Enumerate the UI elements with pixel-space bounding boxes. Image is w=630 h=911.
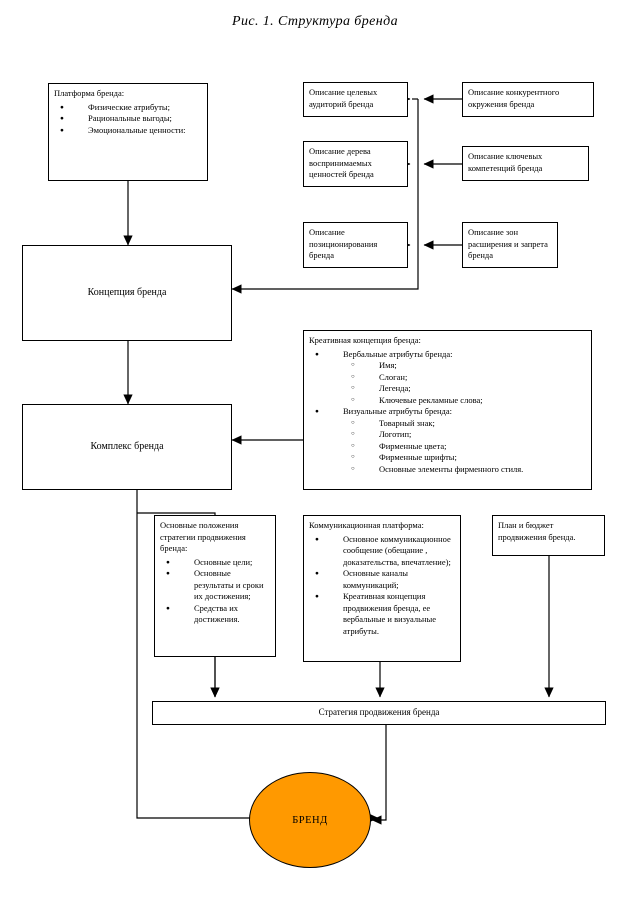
list-item: Визуальные атрибуты бренда: Товарный зна… [309, 406, 586, 475]
group-label: Визуальные атрибуты бренда: [343, 406, 452, 416]
list-item: Вербальные атрибуты бренда: Имя; Слоган;… [309, 349, 586, 407]
expansion-zones-text: Описание зон расширения и запрета бренда [468, 227, 548, 260]
list-item: Основные каналы коммуникаций; [309, 568, 455, 591]
node-positioning[interactable]: Описание позиционирования бренда [303, 222, 408, 268]
node-competitive-environment[interactable]: Описание конкурентного окружения бренда [462, 82, 594, 117]
node-plan-budget[interactable]: План и бюджет продвижения бренда. [492, 515, 605, 556]
list-item: Физические атрибуты; [54, 102, 202, 114]
values-tree-text: Описание дерева воспринимаемых ценностей… [309, 146, 374, 179]
list-item: Основные результаты и сроки их достижени… [160, 568, 270, 603]
wire-spine-to-concept [231, 99, 419, 294]
node-strategy-positions[interactable]: Основные положения стратегии продвижения… [154, 515, 276, 657]
communication-platform-bullets: Основное коммуникационное сообщение (обе… [309, 534, 455, 638]
list-item: Товарный знак; [343, 418, 586, 430]
list-item: Основные элементы фирменного стиля. [343, 464, 586, 476]
creative-concept-groups: Вербальные атрибуты бренда: Имя; Слоган;… [309, 349, 586, 476]
strategy-positions-header: Основные положения стратегии продвижения… [160, 520, 246, 553]
group-label: Вербальные атрибуты бренда: [343, 348, 453, 359]
key-competences-text: Описание ключевых компетенций бренда [468, 151, 543, 173]
promotion-strategy-text: Стратегия продвижения бренда [318, 707, 440, 718]
node-brand-complex[interactable]: Комплекс бренда [22, 404, 232, 490]
list-item: Логотип; [343, 429, 586, 441]
node-creative-concept[interactable]: Креативная концепция бренда: Вербальные … [303, 330, 592, 490]
node-brand-concept[interactable]: Концепция бренда [22, 245, 232, 341]
list-item: Креативная концепция продвижения бренда,… [309, 591, 455, 637]
list-item: Легенда; [343, 383, 586, 395]
competitive-environment-text: Описание конкурентного окружения бренда [468, 87, 560, 109]
brand-complex-text: Комплекс бренда [90, 441, 164, 453]
node-target-audience[interactable]: Описание целевых аудиторий бренда [303, 82, 408, 117]
brand-concept-text: Концепция бренда [87, 287, 167, 299]
node-platform[interactable]: Платформа бренда: Физические атрибуты; Р… [48, 83, 208, 181]
strategy-positions-bullets: Основные цели; Основные результаты и сро… [160, 557, 270, 626]
platform-bullets: Физические атрибуты; Рациональные выгоды… [54, 102, 202, 137]
figure-title: Рис. 1. Структура бренда [232, 14, 398, 29]
list-item: Средства их достижения. [160, 603, 270, 626]
list-item: Основное коммуникационное сообщение (обе… [309, 534, 455, 569]
node-values-tree[interactable]: Описание дерева воспринимаемых ценностей… [303, 141, 408, 187]
node-brand[interactable]: БРЕНД [249, 772, 371, 868]
node-expansion-zones[interactable]: Описание зон расширения и запрета бренда [462, 222, 558, 268]
list-item: Рациональные выгоды; [54, 113, 202, 125]
plan-budget-text: План и бюджет продвижения бренда. [498, 520, 576, 542]
brand-label: БРЕНД [292, 814, 328, 826]
node-key-competences[interactable]: Описание ключевых компетенций бренда [462, 146, 589, 181]
platform-header: Платформа бренда: [54, 88, 125, 98]
list-item: Основные цели; [160, 557, 270, 569]
list-item: Имя; [343, 360, 586, 372]
node-communication-platform[interactable]: Коммуникационная платформа: Основное ком… [303, 515, 461, 662]
creative-concept-header: Креативная концепция бренда: [309, 335, 421, 345]
list-item: Ключевые рекламные слова; [343, 395, 586, 407]
verbal-attributes: Имя; Слоган; Легенда; Ключевые рекламные… [343, 360, 586, 406]
list-item: Фирменные цвета; [343, 441, 586, 453]
node-promotion-strategy[interactable]: Стратегия продвижения бренда [152, 701, 606, 725]
list-item: Фирменные шрифты; [343, 452, 586, 464]
positioning-text: Описание позиционирования бренда [309, 227, 378, 260]
list-item: Эмоциональные ценности: [54, 125, 202, 137]
target-audience-text: Описание целевых аудиторий бренда [309, 87, 378, 109]
communication-platform-header: Коммуникационная платформа: [309, 520, 424, 530]
wire-bar-to-brand [371, 725, 387, 825]
list-item: Слоган; [343, 372, 586, 384]
visual-attributes: Товарный знак; Логотип; Фирменные цвета;… [343, 418, 586, 476]
